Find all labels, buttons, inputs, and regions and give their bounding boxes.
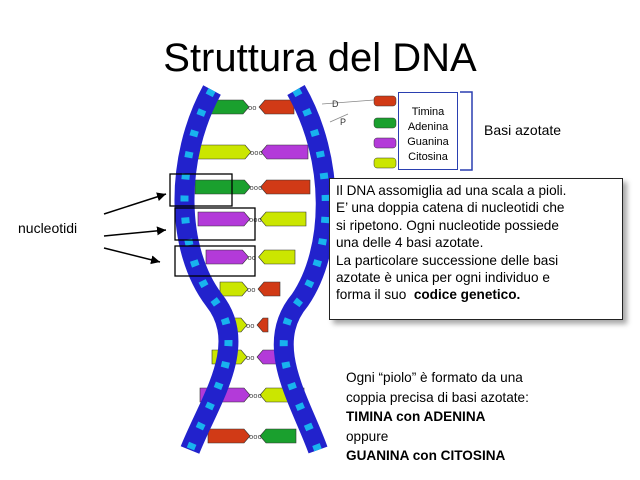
deoxyribose-label: D	[332, 99, 339, 109]
guanina-citosina-text: GUANINA con CITOSINA	[346, 448, 506, 463]
nucleotidi-label: nucleotidi	[18, 220, 78, 236]
legend-citosina: Citosina	[408, 151, 448, 163]
info-line: azotate è unica per ogni individuo e	[336, 270, 550, 286]
base-left	[207, 428, 251, 444]
base-legend-box: Timina Adenina Guanina Citosina	[398, 92, 458, 170]
info-line: una delle 4 basi azotate.	[336, 235, 484, 251]
nucleotide-arrow	[103, 192, 167, 215]
base-left	[194, 179, 251, 195]
base-right	[256, 317, 269, 333]
base-right	[260, 179, 311, 195]
hydrogen-bond-label: ooo	[250, 184, 263, 192]
hydrogen-bond-label: ooo	[250, 149, 263, 157]
nucleotide-boxes	[169, 173, 256, 277]
legend-swatch	[373, 157, 397, 169]
page-title: Struttura del DNA	[163, 36, 477, 80]
right-backbone-marks	[279, 88, 330, 452]
legend-adenina: Adenina	[407, 121, 449, 133]
legend-swatch	[373, 117, 397, 129]
legend-swatch	[373, 137, 397, 149]
legend-swatch	[373, 95, 397, 107]
nucleotide-box	[174, 207, 256, 241]
codice-genetico-text: codice genetico.	[413, 287, 521, 303]
d-pointer-line	[321, 99, 375, 105]
base-right	[260, 144, 309, 160]
base-left	[205, 249, 249, 265]
nucleotide-box	[174, 245, 256, 277]
info-line-last: forma il suo codice genetico.	[336, 286, 616, 303]
base-right	[259, 428, 297, 444]
p-pointer-line	[329, 113, 349, 123]
info-textbox: Il DNA assomiglia ad una scala a pioli. …	[329, 178, 623, 320]
info-last-prefix: forma il suo	[336, 287, 414, 303]
legend-swatches	[321, 95, 397, 169]
nucleotide-box	[169, 173, 233, 207]
hydrogen-bond-label: ooo	[249, 392, 262, 400]
base-right	[259, 211, 307, 227]
right-backbone	[273, 85, 336, 454]
oppure-text: oppure	[346, 428, 389, 444]
left-backbone-marks	[180, 88, 233, 452]
nucleotide-arrow	[103, 247, 161, 265]
base-right	[258, 249, 296, 265]
base-right	[257, 281, 281, 297]
info-line: E’ una doppia catena di nucleotidi che	[336, 200, 565, 216]
piolo-text: Ogni “piolo” è formato da una coppia pre…	[346, 368, 529, 466]
legend-timina: Timina	[411, 106, 445, 118]
hydrogen-bond-label: ooo	[249, 433, 262, 441]
base-right	[258, 99, 295, 115]
legend-bracket-shape	[460, 91, 473, 171]
backbone-strands	[174, 85, 336, 454]
piolo-line: coppia precisa di basi azotate:	[346, 389, 529, 405]
hydrogen-bond-label: oo	[248, 254, 257, 262]
base-left	[219, 281, 249, 297]
info-line: si ripetono. Ogni nucleotide possiede	[336, 217, 559, 233]
basi-azotate-label: Basi azotate	[484, 122, 562, 138]
legend-bracket	[460, 91, 473, 171]
legend-guanina: Guanina	[407, 136, 449, 148]
hydrogen-bond-label: oo	[246, 354, 255, 362]
base-left	[197, 144, 252, 160]
nucleotide-arrows	[103, 192, 167, 265]
hydrogen-bond-label: oo	[247, 286, 256, 294]
hydrogen-bond-label: oo	[246, 322, 255, 330]
left-backbone	[174, 85, 239, 454]
nucleotide-arrow	[103, 226, 167, 237]
hydrogen-bond-label: oo	[248, 104, 257, 112]
piolo-line: Ogni “piolo” è formato da una	[346, 370, 523, 385]
timina-adenina-text: TIMINA con ADENINA	[346, 409, 486, 424]
info-line: Il DNA assomiglia ad una scala a pioli.	[336, 183, 567, 198]
info-line: La particolare successione delle basi	[336, 252, 559, 268]
base-left	[197, 211, 251, 227]
phosphate-label: P	[340, 117, 347, 127]
